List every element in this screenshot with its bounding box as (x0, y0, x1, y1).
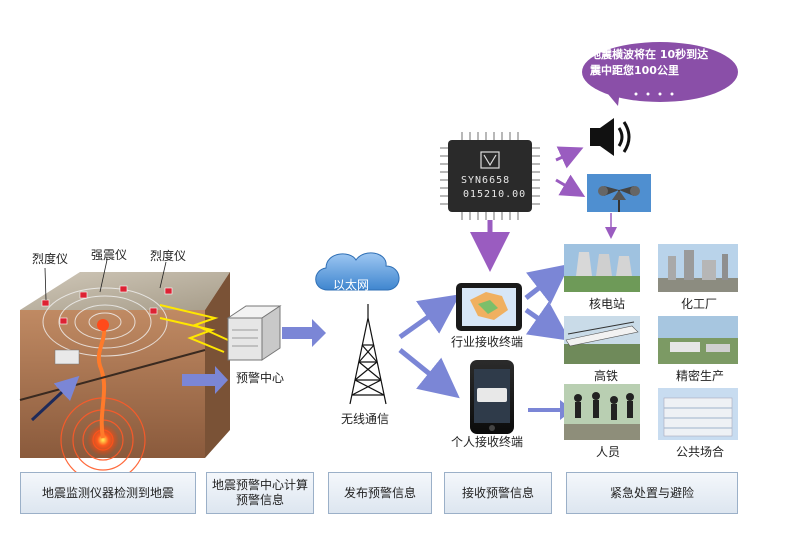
warning-speech-bubble (582, 42, 738, 106)
target-label-nuclear: 核电站 (589, 297, 626, 311)
bubble-line-2: 震中距您100公里 (590, 64, 679, 77)
target-nuclear-plant-image (564, 244, 640, 292)
industry-terminal-tablet-icon (456, 283, 522, 331)
target-label-public: 公共场合 (676, 445, 725, 459)
target-precision-production-image (658, 316, 738, 364)
step-detect: 地震监测仪器检测到地震 (20, 472, 196, 514)
target-chemical-plant-image (658, 244, 738, 292)
sensor-label-strong-motion: 强震仪 (91, 248, 128, 262)
chip-code-text: 015210.00 (463, 189, 527, 200)
sensor-label-intensity-right: 烈度仪 (150, 249, 187, 263)
target-public-place-image (658, 388, 738, 440)
radio-tower-icon (349, 304, 387, 405)
target-label-people: 人员 (596, 445, 621, 459)
arrow-earth-to-center (182, 366, 228, 394)
tower-label: 无线通信 (341, 412, 390, 426)
bubble-text: 地震横波将在 10秒到达 震中距您100公里 (590, 47, 740, 79)
arrow-center-to-network (282, 319, 326, 347)
syn6658-chip-icon (440, 132, 540, 220)
center-label: 预警中心 (236, 371, 285, 385)
step-respond: 紧急处置与避险 (566, 472, 738, 514)
personal-terminal-label: 个人接收终端 (451, 435, 524, 449)
industry-terminal-label: 行业接收终端 (451, 335, 524, 349)
step-compute: 地震预警中心计算 预警信息 (206, 472, 314, 514)
step-receive: 接收预警信息 (444, 472, 552, 514)
target-label-precision: 精密生产 (676, 369, 725, 383)
earth-cross-section (19, 259, 230, 483)
sensor-label-intensity-left: 烈度仪 (32, 252, 69, 266)
target-label-chemical: 化工厂 (681, 297, 718, 311)
server-icon (226, 305, 282, 361)
siren-horn-image (587, 174, 651, 212)
target-high-speed-rail-image (564, 316, 640, 364)
chip-model-text: SYN6658 (461, 175, 511, 186)
flow-lines (398, 263, 571, 399)
cloud-label: 以太网 (333, 278, 370, 292)
step-publish: 发布预警信息 (328, 472, 432, 514)
target-label-rail: 高铁 (594, 369, 619, 383)
audio-arrows (470, 146, 586, 272)
personal-terminal-phone-icon (470, 360, 514, 434)
bubble-line-1: 地震横波将在 10秒到达 (590, 48, 709, 61)
arrow-phone-to-people (528, 400, 573, 420)
target-people-image (564, 384, 640, 440)
speaker-icon (590, 118, 631, 156)
ethernet-cloud-icon (315, 252, 400, 291)
flow-arrows (182, 319, 573, 420)
